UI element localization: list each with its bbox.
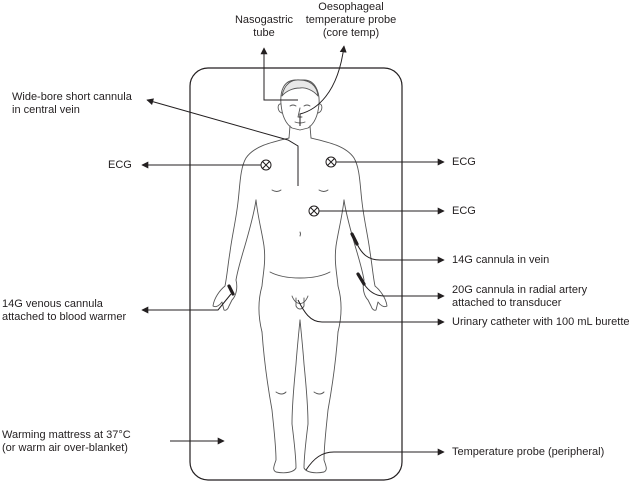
left-leg [261, 319, 301, 474]
label-ecg-left: ECG [108, 159, 132, 171]
label-ecg-right-top: ECG [452, 156, 476, 168]
hair [281, 79, 319, 97]
label-14g-cannula-vein: 14G cannula in vein [452, 254, 550, 266]
ecg-electrode-lower [308, 205, 320, 217]
label-warming-mattress: Warming mattress at 37°C (or warm air ov… [2, 429, 131, 454]
left-arm [212, 137, 290, 311]
right-arm [310, 137, 388, 311]
label-temperature-probe: Temperature probe (peripheral) [452, 446, 605, 458]
pointer-lines [141, 45, 445, 471]
ecg-electrode-left [260, 159, 272, 171]
label-urinary-catheter: Urinary catheter with 100 mL burette [452, 316, 630, 328]
label-nasogastric-tube: Nasogastric tube [234, 14, 294, 39]
torso-right [334, 199, 345, 333]
ecg-electrode-right [325, 156, 337, 168]
torso-left [255, 199, 266, 333]
label-14g-venous-cannula: 14G venous cannula attached to blood war… [2, 298, 127, 323]
nasogastric-line [260, 47, 298, 101]
right-leg [299, 319, 339, 474]
mattress-outline [189, 67, 403, 481]
central-cannula-line [146, 98, 299, 186]
label-ecg-right-mid: ECG [452, 205, 476, 217]
oesophageal-line [299, 45, 347, 126]
label-oesophageal-probe: Oesophageal temperature probe (core temp… [305, 1, 397, 39]
cannula-devices [227, 232, 366, 296]
ecg-electrodes [260, 156, 337, 217]
body-figure [212, 79, 388, 474]
label-wide-bore-cannula: Wide-bore short cannula in central vein [12, 91, 132, 116]
label-20g-radial-artery: 20G cannula in radial artery attached to… [452, 284, 588, 309]
